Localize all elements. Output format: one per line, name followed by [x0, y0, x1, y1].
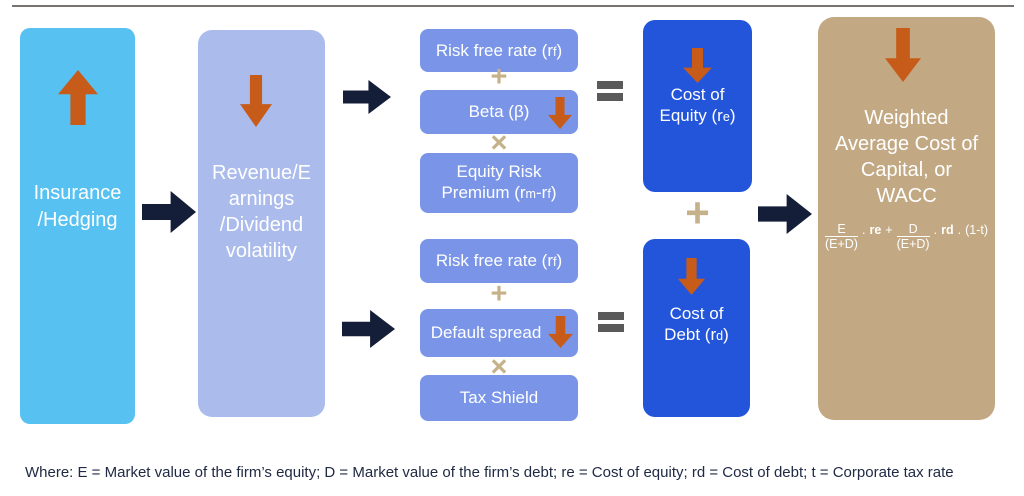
arrow-to-volatility-icon [142, 191, 196, 233]
insurance-hedging-box: Insurance /Hedging [20, 28, 135, 424]
equity-risk-premium-line2: Premium (rm-rf) [441, 183, 557, 202]
risk-free-rate-label: Risk free rate (rf) [435, 40, 563, 60]
plus-operator: + [490, 61, 508, 93]
equity-risk-premium-line1: Equity Risk [456, 162, 542, 181]
times-operator: × [490, 351, 508, 383]
wacc-box: Weighted Average Cost of Capital, or WAC… [818, 17, 995, 420]
insurance-hedging-label: Insurance /Hedging [33, 182, 122, 231]
footnote-caption: Where: E = Market value of the firm’s eq… [25, 464, 954, 481]
equals-icon-equity [597, 81, 623, 101]
up-arrow-icon [58, 70, 98, 125]
down-arrow-icon [885, 28, 921, 82]
top-divider [12, 5, 1014, 7]
fraction-equity: E (E+D) [824, 222, 858, 252]
beta-label: Beta (β) [468, 102, 530, 121]
volatility-label: Revenue/E arnings /Dividend volatility [212, 162, 311, 262]
default-spread-down-arrow-icon [548, 316, 573, 348]
beta-down-arrow-icon [548, 97, 572, 129]
times-operator: × [490, 127, 508, 159]
fraction-debt: D (E+D) [896, 222, 930, 252]
arrow-to-wacc-icon [758, 194, 812, 234]
down-arrow-icon [240, 75, 272, 127]
default-spread-label: Default spread [430, 323, 542, 342]
equals-icon-debt [598, 312, 624, 332]
wacc-formula: E (E+D) . re + D (E+D) . rd . (1-t) [824, 222, 988, 252]
default-spread-box: Default spread [420, 309, 578, 357]
tax-shield-box: Tax Shield [420, 375, 578, 421]
cost-of-equity-box: Cost of Equity (re) [643, 20, 752, 192]
down-arrow-icon [683, 48, 712, 83]
risk-free-rate-label: Risk free rate (rf) [435, 251, 563, 270]
risk-free-rate-equity-box: Risk free rate (rf) [420, 29, 578, 72]
volatility-box: Revenue/E arnings /Dividend volatility [198, 30, 325, 417]
plus-operator: + [490, 278, 508, 310]
arrow-to-equity-inputs-icon [343, 80, 391, 114]
down-arrow-icon [678, 258, 705, 295]
cost-of-debt-box: Cost of Debt (rd) [643, 239, 750, 417]
risk-free-rate-debt-box: Risk free rate (rf) [420, 239, 578, 283]
arrow-to-debt-inputs-icon [342, 310, 395, 348]
tax-shield-label: Tax Shield [459, 388, 539, 407]
beta-box: Beta (β) [420, 90, 578, 134]
plus-operator-costs: + [685, 189, 710, 236]
equity-risk-premium-box: Equity Risk Premium (rm-rf) [420, 153, 578, 213]
cost-of-debt-label: Cost of Debt (rd) [664, 304, 729, 344]
cost-of-equity-label: Cost of Equity (re) [659, 85, 736, 125]
wacc-title: Weighted Average Cost of Capital, or WAC… [834, 107, 979, 207]
